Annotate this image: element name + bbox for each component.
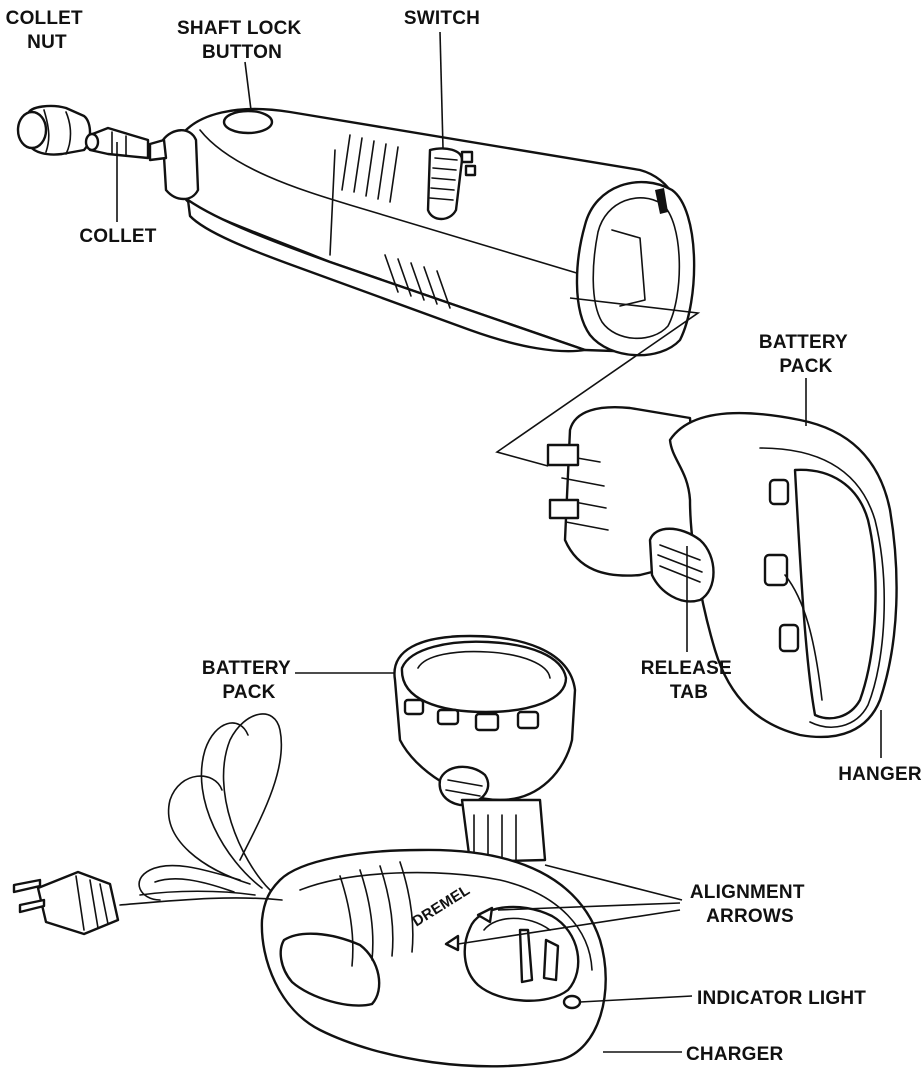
power-cord (12, 713, 283, 936)
label-collet-nut: COLLET NUT (6, 8, 89, 53)
label-indicator-light: INDICATOR LIGHT (697, 988, 866, 1009)
battery-pack-large (546, 406, 898, 739)
label-charger: CHARGER (686, 1044, 784, 1065)
shaft-lock-button (222, 109, 274, 135)
label-alignment-arrows: ALIGNMENT ARROWS (690, 882, 810, 927)
charger: DREMEL (260, 848, 607, 1068)
lower-vents (384, 254, 451, 309)
leader-lines (116, 31, 882, 1053)
label-battery-pack-left: BATTERY PACK (202, 658, 296, 703)
label-switch: SWITCH (404, 8, 480, 29)
label-battery-pack-top: BATTERY PACK (759, 332, 853, 377)
rotary-tool (161, 107, 701, 467)
label-shaft-lock-button: SHAFT LOCK BUTTON (177, 18, 307, 63)
label-hanger: HANGER (838, 764, 922, 785)
indicator-light (562, 994, 582, 1010)
switch-dial (426, 147, 477, 221)
collet-nut (16, 104, 92, 156)
battery-pack-center (393, 634, 577, 864)
collet (84, 126, 168, 162)
label-collet: COLLET (79, 226, 156, 247)
upper-vents (341, 134, 399, 203)
battery-cavity (575, 180, 696, 357)
callout-labels: COLLET NUT SHAFT LOCK BUTTON SWITCH COLL… (6, 8, 922, 1065)
label-release-tab: RELEASE TAB (641, 658, 738, 703)
